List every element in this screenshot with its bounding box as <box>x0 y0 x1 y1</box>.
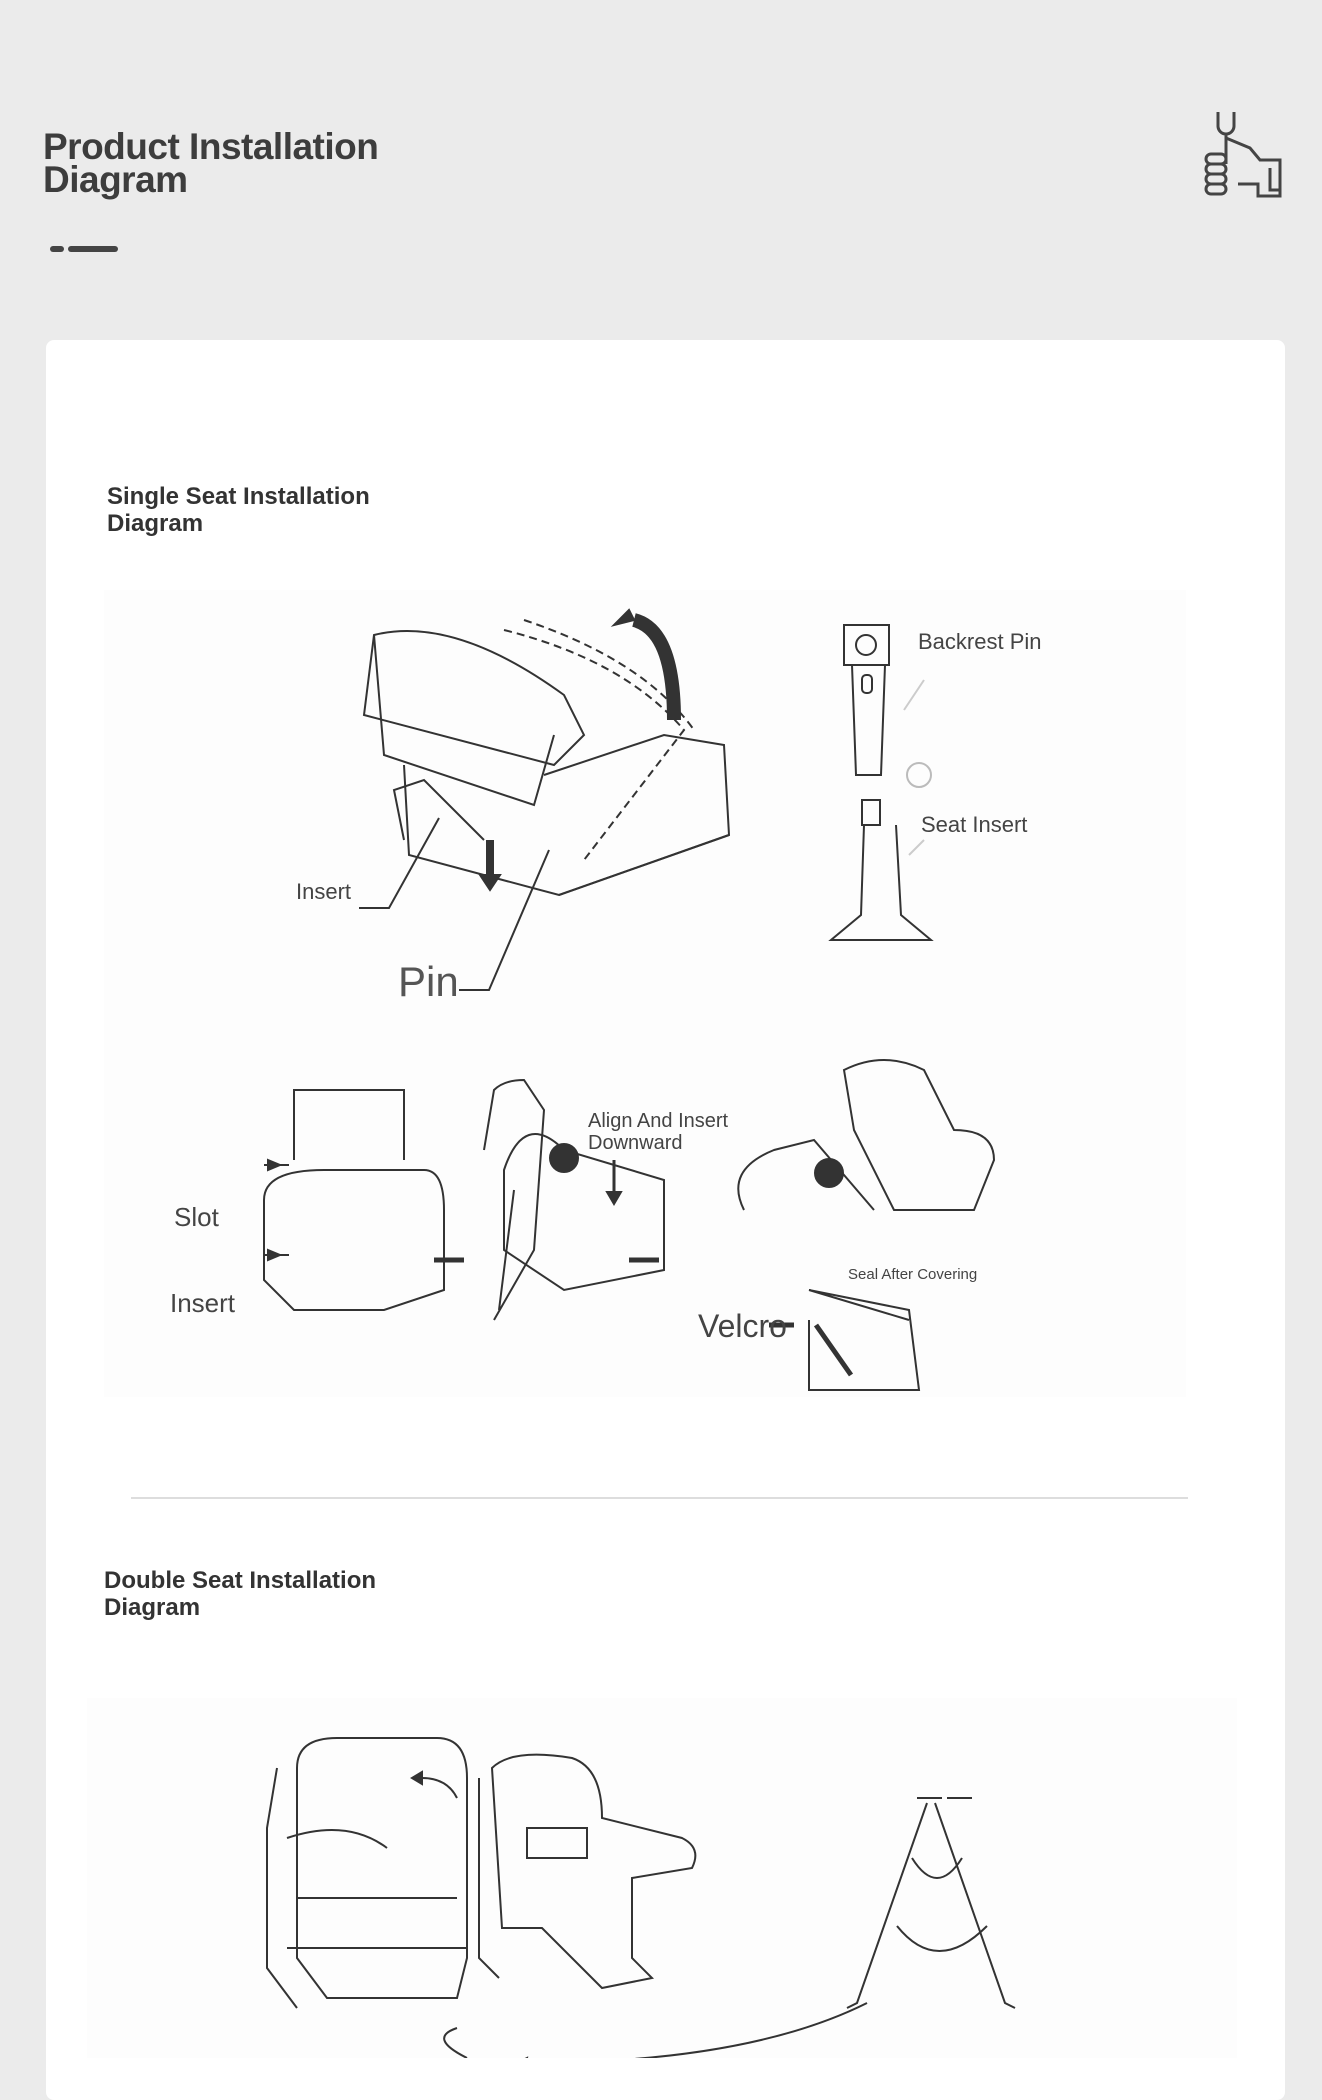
label-insert: Insert <box>296 879 352 904</box>
section-divider <box>131 1497 1188 1499</box>
label-backrest-pin: Backrest Pin <box>918 629 1042 654</box>
single-seat-heading: Single Seat Installation Diagram <box>107 483 370 537</box>
title-underline <box>50 241 120 259</box>
label-slot: Slot <box>174 1202 219 1232</box>
label-seal-after-covering: Seal After Covering <box>848 1266 978 1283</box>
label-align-insert: Align And Insert Downward <box>588 1110 729 1154</box>
label-seat-insert: Seat Insert <box>921 812 1028 837</box>
label-pin: Pin <box>398 958 459 1005</box>
double-seat-heading: Double Seat Installation Diagram <box>104 1567 377 1621</box>
label-insert-2: Insert <box>170 1288 236 1318</box>
wrench-hand-icon <box>1200 108 1290 205</box>
label-velcro: Velcro <box>698 1308 787 1344</box>
page-title: Product Installation Diagram <box>43 126 379 200</box>
double-seat-diagram <box>87 1698 1237 2058</box>
single-seat-diagram: Insert Pin Backrest Pin Seat Insert Alig… <box>104 590 1186 1397</box>
